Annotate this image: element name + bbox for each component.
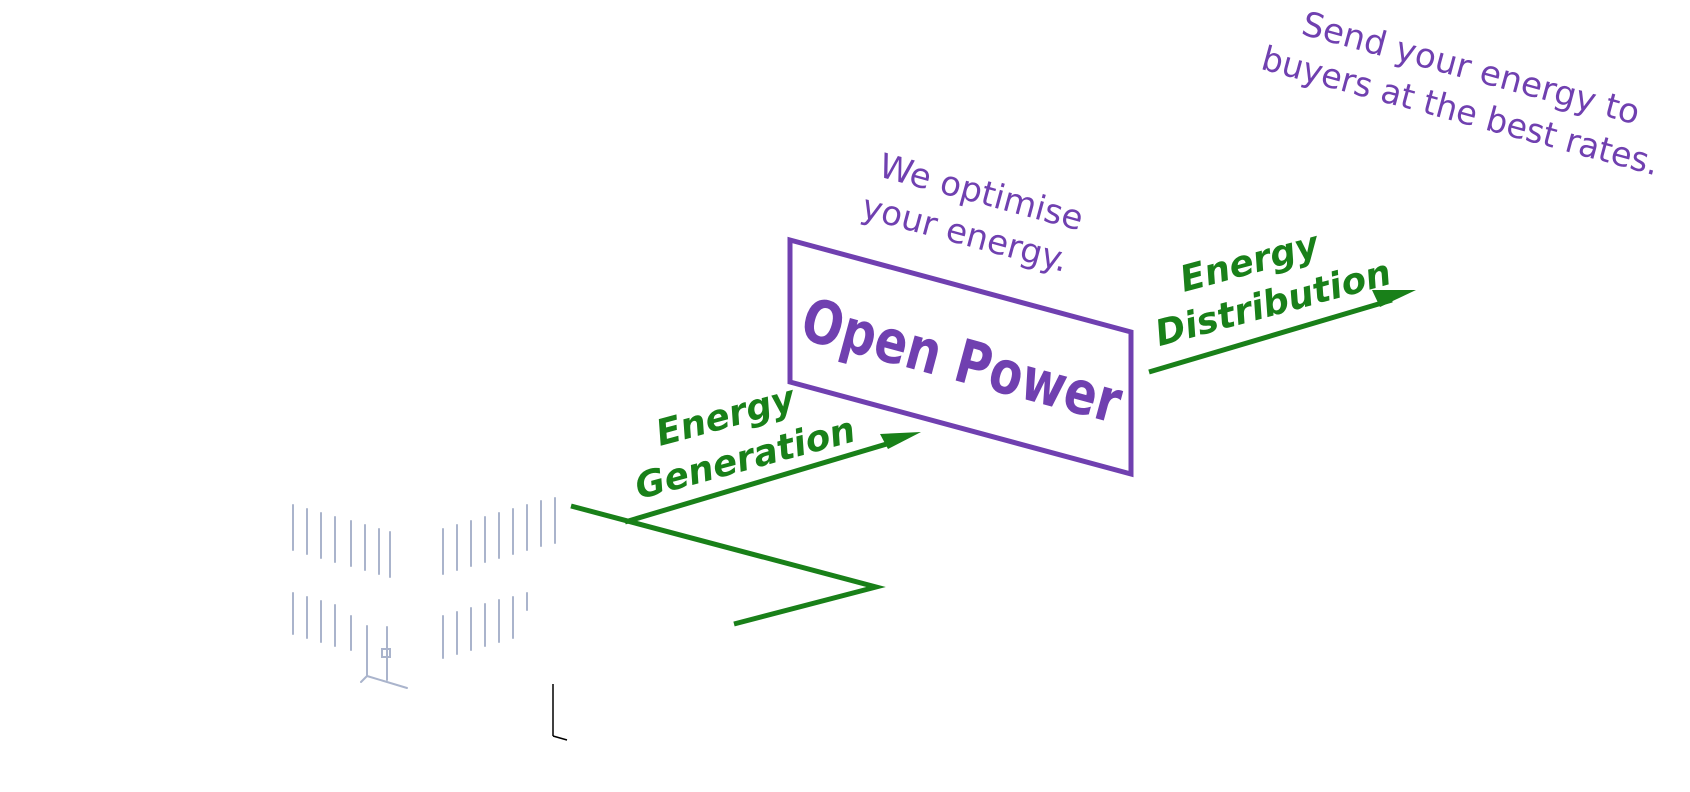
generation-path: [570, 503, 886, 627]
send-caption-group: Send your energy to buyers at the best r…: [1257, 4, 1663, 184]
generation-flow: [570, 432, 921, 627]
open-power-box: [787, 236, 1134, 478]
ground-corner-mark: [552, 684, 568, 741]
distribution-arrow-shaft: [1148, 297, 1393, 375]
arrow-right-icon: [1372, 290, 1416, 307]
arrow-right-icon: [880, 432, 921, 449]
distribution-label-group: Energy Distribution: [1151, 224, 1396, 355]
building-icon: [292, 497, 556, 689]
optimise-caption-group: We optimise your energy.: [857, 146, 1087, 281]
distribution-flow: [1148, 290, 1416, 375]
generation-arrow-shaft: [624, 437, 901, 525]
